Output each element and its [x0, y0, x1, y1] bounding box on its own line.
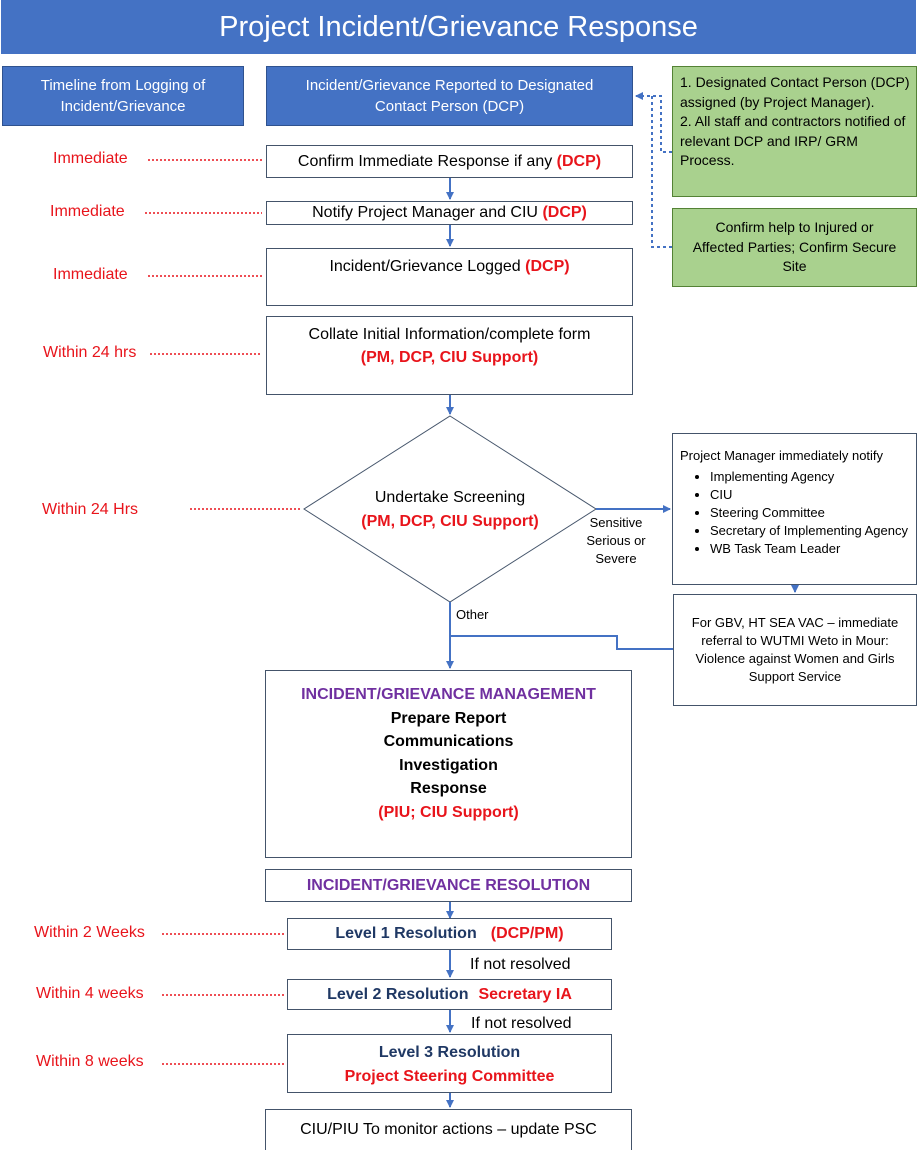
notify-party-item: WB Task Team Leader	[710, 540, 916, 558]
dcp-assignment-note: 1. Designated Contact Person (DCP) assig…	[672, 66, 917, 197]
sensitive-branch-label: Sensitive Serious or Severe	[586, 515, 646, 566]
level3-text: Level 3 Resolution	[378, 1044, 521, 1061]
notify-parties-heading: Project Manager immediately notify	[680, 448, 884, 463]
reported-header: Incident/Grievance Reported to Designate…	[266, 66, 633, 126]
dashed-link-assign	[635, 92, 672, 153]
level1-resolution-box: Level 1 Resolution (DCP/PM)	[287, 918, 612, 950]
not-resolved-label-2: If not resolved	[471, 1015, 572, 1032]
timeline-label-8: Within 8 weeks	[36, 1053, 144, 1070]
monitor-box: CIU/PIU To monitor actions – update PSC	[265, 1109, 632, 1150]
level1-text: Level 1 Resolution	[335, 925, 477, 942]
management-heading: INCIDENT/GRIEVANCE MANAGEMENT	[301, 686, 596, 703]
notify-parties-box: Project Manager immediately notify Imple…	[672, 433, 917, 585]
level1-owner: (DCP/PM)	[490, 925, 564, 942]
confirm-response-owner: (DCP)	[556, 152, 602, 170]
notify-parties-list: Implementing Agency CIU Steering Committ…	[680, 468, 916, 558]
management-line: Communications	[383, 733, 514, 750]
level2-owner: Secretary IA	[478, 985, 572, 1003]
not-resolved-label-1: If not resolved	[470, 956, 571, 973]
screening-owner: (PM, DCP, CIU Support)	[361, 513, 539, 530]
notify-pm-owner: (DCP)	[542, 204, 587, 221]
dcp-assignment-line-1: 1. Designated Contact Person (DCP) assig…	[680, 74, 910, 110]
screening-text: Undertake Screening	[374, 489, 526, 506]
timeline-label-1: Immediate	[53, 150, 128, 167]
logged-text: Incident/Grievance Logged	[329, 258, 526, 275]
screening-text-block: Undertake Screening (PM, DCP, CIU Suppor…	[330, 486, 570, 534]
resolution-heading: INCIDENT/GRIEVANCE RESOLUTION	[306, 876, 591, 894]
notify-party-item: CIU	[710, 486, 916, 504]
logged-owner: (DCP)	[525, 258, 570, 275]
notify-party-item: Implementing Agency	[710, 468, 916, 486]
timeline-label-3: Immediate	[53, 266, 128, 283]
timeline-label-6: Within 2 Weeks	[34, 924, 145, 941]
notify-pm-text: Notify Project Manager and CIU	[312, 204, 543, 221]
confirm-response-step: Confirm Immediate Response if any (DCP)	[266, 145, 633, 178]
notify-pm-step: Notify Project Manager and CIU (DCP)	[266, 201, 633, 225]
level2-text: Level 2 Resolution	[327, 985, 469, 1003]
confirm-response-text: Confirm Immediate Response if any	[297, 152, 557, 170]
page-title: Project Incident/Grievance Response	[1, 0, 916, 54]
resolution-heading-box: INCIDENT/GRIEVANCE RESOLUTION	[265, 869, 632, 902]
management-owner: (PIU; CIU Support)	[378, 803, 519, 821]
logged-step: Incident/Grievance Logged (DCP)	[266, 248, 633, 306]
timeline-label-4: Within 24 hrs	[43, 344, 137, 361]
collate-step: Collate Initial Information/complete for…	[266, 316, 633, 395]
management-line: Investigation	[399, 756, 498, 774]
other-branch-label: Other	[456, 607, 489, 622]
dashed-link-help	[651, 96, 672, 248]
monitor-text: CIU/PIU To monitor actions – update PSC	[300, 1121, 597, 1138]
management-line: Prepare Report	[390, 709, 507, 727]
level3-resolution-box: Level 3 Resolution Project Steering Comm…	[287, 1034, 612, 1093]
timeline-label-5: Within 24 Hrs	[42, 501, 139, 518]
collate-text: Collate Initial Information/complete for…	[308, 326, 591, 343]
management-line: Response	[410, 780, 487, 797]
management-box: INCIDENT/GRIEVANCE MANAGEMENT Prepare Re…	[265, 670, 632, 858]
level3-owner: Project Steering Committee	[344, 1068, 555, 1085]
notify-party-item: Secretary of Implementing Agency	[710, 522, 916, 540]
collate-owner: (PM, DCP, CIU Support)	[360, 349, 539, 366]
notify-party-item: Steering Committee	[710, 504, 916, 522]
timeline-label-7: Within 4 weeks	[36, 985, 144, 1002]
dcp-assignment-line-2: 2. All staff and contractors notified of…	[680, 113, 906, 168]
level2-resolution-box: Level 2 Resolution Secretary IA	[287, 979, 612, 1010]
gbv-return-line	[450, 635, 673, 650]
timeline-label-2: Immediate	[50, 203, 125, 220]
gbv-referral-box: For GBV, HT SEA VAC – immediate referral…	[673, 594, 917, 706]
help-secure-note: Confirm help to Injured or Affected Part…	[672, 208, 917, 287]
timeline-header: Timeline from Logging of Incident/Grieva…	[2, 66, 244, 126]
